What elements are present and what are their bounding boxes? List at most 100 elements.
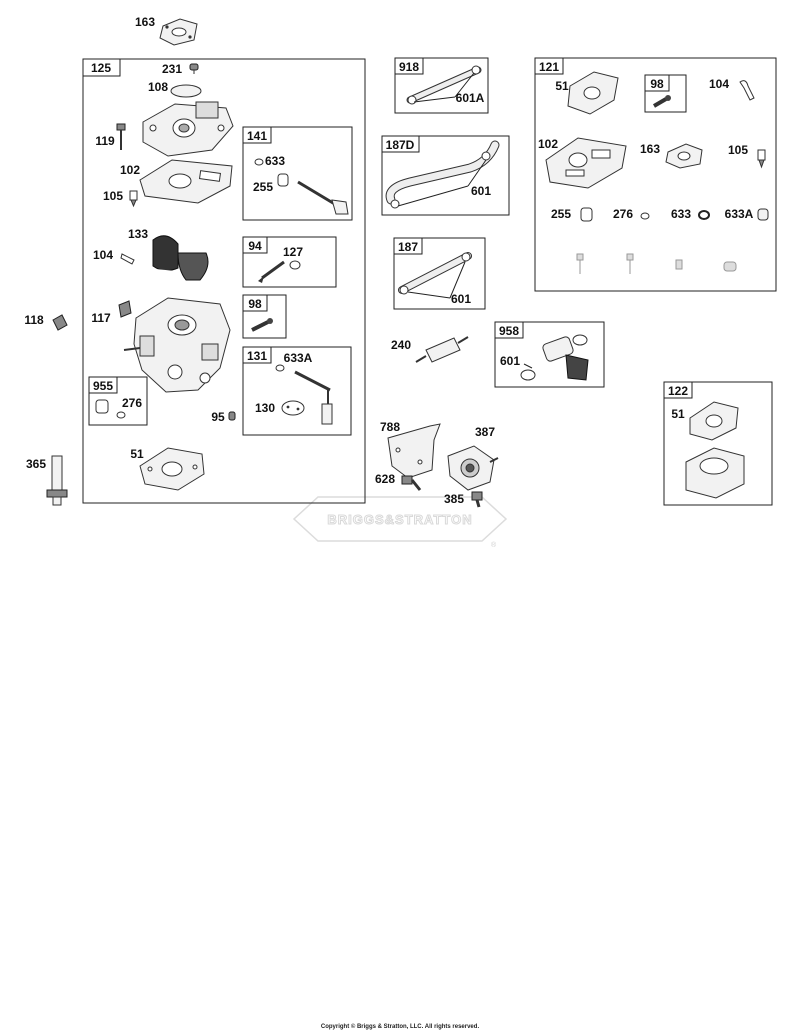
kit-121-tab: [534, 57, 564, 75]
part-255-label-a[interactable]: 255: [253, 180, 273, 194]
part-105-label-b[interactable]: 105: [728, 143, 748, 157]
part-163-label[interactable]: 163: [135, 15, 155, 29]
kit-958-label[interactable]: 958: [499, 324, 519, 338]
seal-633A-a: [275, 364, 285, 372]
part-51-label-c[interactable]: 51: [671, 407, 685, 421]
part-130-label[interactable]: 130: [255, 401, 275, 415]
seat-117: [118, 300, 132, 318]
gasket-51-c: [689, 401, 739, 441]
kit-955-tab: [88, 376, 118, 394]
part-601-label-a[interactable]: 601: [471, 184, 491, 198]
part-601-label-b[interactable]: 601: [451, 292, 471, 306]
screw-98-b: [652, 95, 671, 108]
part-118-label[interactable]: 118: [24, 313, 44, 327]
gasket-163-top: [159, 18, 198, 46]
kit-94-box: [242, 236, 337, 288]
part-104-label[interactable]: 104: [93, 248, 113, 262]
part-108-label[interactable]: 108: [148, 80, 168, 94]
part-385-label[interactable]: 385: [444, 492, 464, 506]
gasket-51-b: [567, 71, 619, 115]
kit-918-tab: [394, 57, 424, 75]
choke-plate-130: [281, 400, 305, 416]
watermark-registered-mark: ®: [491, 541, 497, 549]
bushing-255-a: [277, 173, 289, 187]
kit-125-box: [82, 58, 366, 504]
stud-365: [46, 455, 68, 506]
gasket-163-b: [665, 143, 703, 169]
kit-955-box: [88, 376, 148, 426]
kit-187D-box: [381, 135, 510, 216]
kit-918-box: [394, 57, 489, 114]
kit-122-tab: [663, 381, 693, 399]
kit-131-label[interactable]: 131: [247, 349, 267, 363]
part-127-label[interactable]: 127: [283, 245, 303, 259]
float-133: [152, 235, 209, 281]
part-276-label-a[interactable]: 276: [122, 396, 142, 410]
part-105-label[interactable]: 105: [103, 189, 123, 203]
part-601-label-c[interactable]: 601: [500, 354, 520, 368]
part-231-label[interactable]: 231: [162, 62, 182, 76]
part-240-label[interactable]: 240: [391, 338, 411, 352]
oring-633-b: [698, 210, 710, 220]
part-117-label[interactable]: 117: [91, 311, 111, 325]
kit-122-label[interactable]: 122: [668, 384, 688, 398]
part-255-label-b[interactable]: 255: [551, 207, 571, 221]
kit-131-tab: [242, 346, 272, 364]
part-601A-label[interactable]: 601A: [456, 91, 485, 105]
part-633A-label-b[interactable]: 633A: [725, 207, 754, 221]
gasket-102: [139, 159, 233, 204]
part-276-label-b[interactable]: 276: [613, 207, 633, 221]
fitting-118: [52, 314, 68, 331]
part-51-label-b[interactable]: 51: [555, 79, 569, 93]
part-95-label[interactable]: 95: [211, 410, 225, 424]
part-628-label[interactable]: 628: [375, 472, 395, 486]
part-788-label[interactable]: 788: [380, 420, 400, 434]
kit-131-box: [242, 346, 352, 436]
kit-121-box: [534, 57, 777, 292]
kit-187-label[interactable]: 187: [398, 240, 418, 254]
kit-187-tab: [393, 237, 423, 255]
kit-98-label-a[interactable]: 98: [248, 297, 262, 311]
part-51-label-a[interactable]: 51: [130, 447, 144, 461]
washer-276-b: [640, 212, 650, 220]
kit-958-tab: [494, 321, 524, 339]
seal-633A-b: [757, 208, 769, 221]
fuel-pump-387: [447, 445, 499, 491]
small-screws-row: [576, 253, 737, 274]
needle-105: [129, 190, 138, 208]
screw-98-a: [251, 318, 273, 332]
part-102-label-b[interactable]: 102: [538, 137, 558, 151]
kit-141-label[interactable]: 141: [247, 129, 267, 143]
kit-98-label-b[interactable]: 98: [650, 77, 664, 91]
washer-276-a: [116, 411, 126, 419]
part-104-label-b[interactable]: 104: [709, 77, 729, 91]
part-163-label-b[interactable]: 163: [640, 142, 660, 156]
kit-187D-label[interactable]: 187D: [386, 138, 415, 152]
clip-104-left: [120, 253, 135, 265]
kit-121-label[interactable]: 121: [539, 60, 559, 74]
kit-187-box: [393, 237, 486, 310]
part-102-label[interactable]: 102: [120, 163, 140, 177]
brand-watermark: BRIGGS&STRATTON ®: [292, 496, 508, 549]
kit-125-tab: [82, 58, 121, 77]
part-633A-label-a[interactable]: 633A: [284, 351, 313, 365]
kit-94-label[interactable]: 94: [248, 239, 262, 253]
part-365-label[interactable]: 365: [26, 457, 46, 471]
part-633-label-b[interactable]: 633: [671, 207, 691, 221]
part-633-label-a[interactable]: 633: [265, 154, 285, 168]
oring-127: [289, 260, 301, 270]
part-119-label[interactable]: 119: [95, 134, 115, 148]
kit-955-label[interactable]: 955: [93, 379, 113, 393]
kit-918-label[interactable]: 918: [399, 60, 419, 74]
kit-122-box: [663, 381, 773, 506]
part-387-label[interactable]: 387: [475, 425, 495, 439]
screw-119: [116, 123, 126, 150]
gasket-108: [170, 84, 202, 98]
kit-187D-tab: [381, 135, 420, 153]
kit-125-label[interactable]: 125: [91, 61, 111, 75]
kit-141-tab: [242, 126, 272, 144]
throttle-shaft-141: [297, 180, 349, 215]
bracket-788: [387, 423, 441, 479]
part-133-label[interactable]: 133: [128, 227, 148, 241]
